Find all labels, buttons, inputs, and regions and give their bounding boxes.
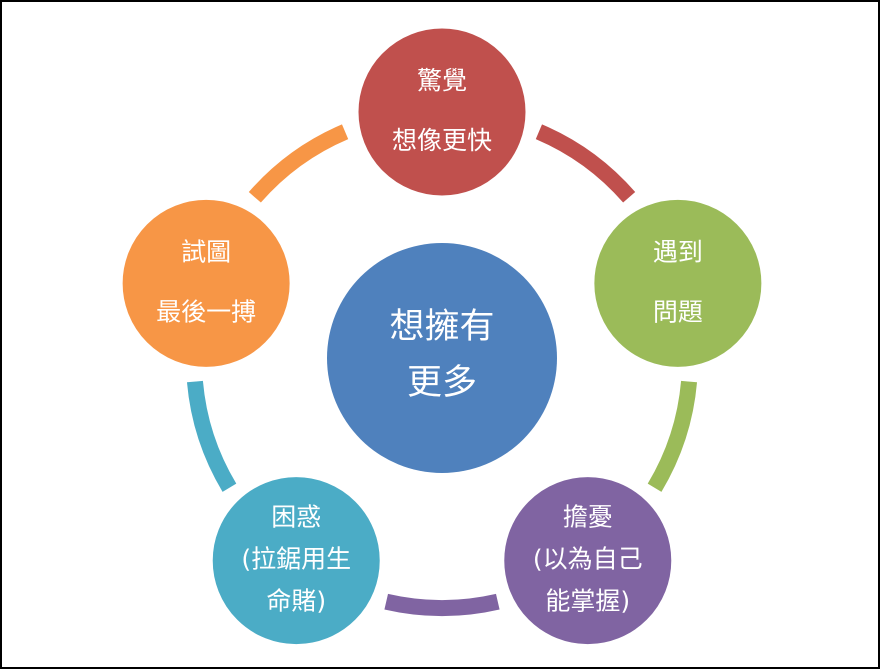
node-label-worry: 擔憂 (以為自己能掌握) bbox=[533, 503, 643, 616]
node-circle-confused bbox=[209, 474, 383, 648]
label-line: 能掌握) bbox=[545, 587, 630, 616]
node-worry: 擔憂 (以為自己能掌握) bbox=[501, 474, 675, 648]
node-label-last-try: 試圖最後一搏 bbox=[156, 237, 256, 326]
node-problem: 遇到問題 bbox=[591, 196, 765, 370]
center-label: 想擁有更多 bbox=[389, 307, 494, 403]
connector-arc-problem-to-worry bbox=[647, 380, 698, 492]
center-circle bbox=[327, 243, 557, 473]
connector-arc-confused-to-last-try bbox=[186, 380, 237, 492]
node-label-problem: 遇到問題 bbox=[653, 237, 703, 326]
label-line: 困惑 bbox=[271, 503, 321, 532]
label-line: (以為自己 bbox=[533, 545, 643, 574]
label-line: 遇到 bbox=[653, 237, 703, 266]
node-last-try: 試圖最後一搏 bbox=[119, 196, 293, 370]
node-circle-last-try bbox=[119, 196, 293, 370]
label-line: (拉鋸用生 bbox=[241, 545, 351, 574]
connector-arc-worry-to-confused bbox=[384, 593, 500, 616]
node-confused: 困惑 (拉鋸用生命賭) bbox=[209, 474, 383, 648]
label-line: 命賭) bbox=[266, 587, 326, 616]
node-label-surprise: 驚覺想像更快 bbox=[392, 66, 492, 155]
label-line: 更多 bbox=[407, 363, 477, 403]
node-circle-worry bbox=[501, 474, 675, 648]
label-line: 想擁有 bbox=[389, 307, 494, 347]
label-line: 擔憂 bbox=[563, 503, 613, 532]
node-surprise: 驚覺想像更快 bbox=[355, 25, 529, 199]
node-circle-problem bbox=[591, 196, 765, 370]
center-node: 想擁有更多 bbox=[327, 243, 557, 473]
connector-arcs bbox=[186, 124, 698, 616]
node-label-confused: 困惑 (拉鋸用生命賭) bbox=[241, 503, 351, 616]
label-line: 問題 bbox=[653, 297, 703, 326]
label-line: 試圖 bbox=[181, 237, 231, 266]
label-line: 驚覺 bbox=[417, 66, 467, 95]
node-circle-surprise bbox=[355, 25, 529, 199]
connector-arc-last-try-to-surprise bbox=[248, 124, 349, 203]
label-line: 最後一搏 bbox=[156, 297, 256, 326]
connector-arc-surprise-to-problem bbox=[535, 124, 636, 203]
label-line: 想像更快 bbox=[392, 126, 492, 155]
